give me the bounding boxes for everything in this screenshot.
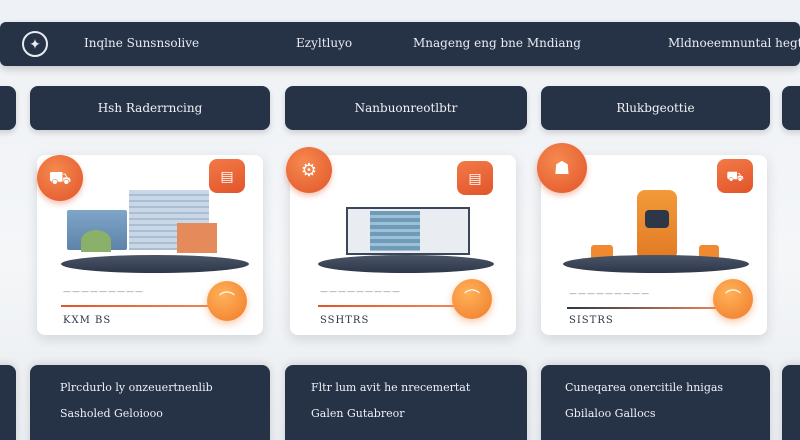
panel-stub-right	[782, 365, 800, 440]
card-price: SISTRS	[569, 315, 614, 326]
nav-item-3[interactable]: Mnageng eng bne Mndiang	[413, 36, 581, 50]
section-header-1[interactable]: Hsh Raderrncing	[30, 86, 270, 130]
info-panel-1[interactable]: Plrcdurlo ly onzeuertnenlib Sasholed Gel…	[30, 365, 270, 440]
panel-text: Fltr lum avit he nrecemertat	[311, 381, 471, 394]
factory-icon: ⚙	[286, 147, 332, 193]
panel-text: Gbilaloo Gallocs	[565, 407, 656, 420]
robot-icon: ☗	[537, 143, 587, 193]
window-illustration	[370, 211, 420, 251]
card-caption: —————————	[320, 287, 401, 296]
divider-line	[567, 307, 727, 309]
section-header-3[interactable]: Rlukbgeottie	[541, 86, 770, 130]
truck-icon: ⛟	[37, 155, 83, 201]
service-card-2[interactable]: ⚙ ▤ ————————— SSHTRS ⌒	[286, 147, 516, 335]
section-title: Hsh Raderrncing	[97, 101, 203, 115]
truck-icon: ⛟	[717, 159, 753, 193]
document-icon: ▤	[209, 159, 245, 193]
panel-stub	[0, 365, 16, 440]
panel-text: Sasholed Geloiooo	[60, 407, 163, 420]
nav-item-4[interactable]: Mldnoeemnuntal hegt	[668, 36, 800, 50]
section-header-stub	[0, 86, 16, 130]
panel-text: Galen Gutabreor	[311, 407, 405, 420]
logo-icon[interactable]: ✦	[22, 31, 48, 57]
divider-line	[61, 305, 229, 307]
platform-illustration	[318, 255, 494, 273]
service-card-3[interactable]: ☗ ⛟ ————————— SISTRS ⌒	[537, 143, 767, 335]
arrow-icon[interactable]: ⌒	[713, 279, 753, 319]
arrow-icon[interactable]: ⌒	[452, 279, 492, 319]
divider-line	[318, 305, 470, 307]
info-panel-3[interactable]: Cuneqarea onercitile hnigas Gbilaloo Gal…	[541, 365, 770, 440]
section-title: Rlukbgeottie	[616, 101, 695, 115]
top-nav-bar: ✦ Inqlne Sunsnsolive Ezyltluyo Mnageng e…	[0, 22, 800, 66]
nav-item-1[interactable]: Inqlne Sunsnsolive	[84, 36, 200, 50]
section-header-2[interactable]: Nanbuonreotlbtr	[285, 86, 527, 130]
card-caption: —————————	[63, 287, 144, 296]
section-title: Nanbuonreotlbtr	[354, 101, 458, 115]
section-header-stub-right	[782, 86, 800, 130]
tree-illustration	[81, 230, 111, 252]
arrow-icon[interactable]: ⌒	[207, 281, 247, 321]
platform-illustration	[563, 255, 749, 273]
robot-screen	[645, 210, 669, 228]
panel-text: Plrcdurlo ly onzeuertnenlib	[60, 381, 213, 394]
card-price: KXM BS	[63, 315, 112, 326]
info-panel-2[interactable]: Fltr lum avit he nrecemertat Galen Gutab…	[285, 365, 527, 440]
card-caption: —————————	[569, 289, 650, 298]
nav-item-2[interactable]: Ezyltluyo	[296, 36, 353, 50]
card-price: SSHTRS	[320, 315, 370, 326]
container-illustration	[177, 223, 217, 253]
document-icon: ▤	[457, 161, 493, 195]
service-card-1[interactable]: ⛟ ▤ ————————— KXM BS ⌒	[37, 155, 263, 335]
panel-text: Cuneqarea onercitile hnigas	[565, 381, 724, 394]
platform-illustration	[61, 255, 249, 273]
